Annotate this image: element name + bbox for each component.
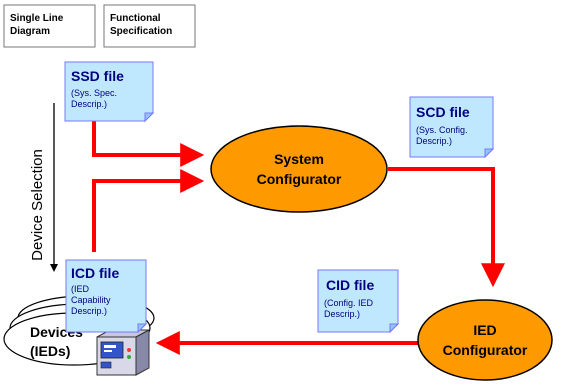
cid-file-note: CID file (Config. IED Descrip.) bbox=[317, 269, 400, 334]
scd-file-note: SCD file (Sys. Config. Descrip.) bbox=[409, 96, 495, 159]
single-line-label-2: Diagram bbox=[10, 26, 50, 37]
ssd-file-desc-1: (Sys. Spec. bbox=[71, 88, 117, 98]
system-configurator-label-1: System bbox=[274, 151, 324, 167]
device-selection-label: Device Selection bbox=[29, 149, 46, 261]
icd-file-desc-3: Descrip.) bbox=[71, 306, 107, 316]
functional-spec-label-2: Specification bbox=[110, 26, 172, 37]
ied-configurator-label-1: IED bbox=[473, 322, 496, 338]
ssd-file-title: SSD file bbox=[71, 68, 124, 84]
svg-text:Diagram: Diagram bbox=[10, 26, 50, 37]
svg-text:Functional: Functional bbox=[110, 13, 161, 24]
ssd-file-desc-2: Descrip.) bbox=[71, 99, 107, 109]
icd-file-desc-1: (IED bbox=[71, 284, 90, 294]
scd-file-title: SCD file bbox=[416, 104, 470, 120]
ied-configurator-label-2: Configurator bbox=[443, 342, 528, 358]
icd-file-note: ICD file (IED Capability Descrip.) bbox=[65, 259, 148, 334]
devices-label-2: (IEDs) bbox=[30, 343, 70, 359]
single-line-diagram-box: Single Line Diagram bbox=[3, 4, 96, 48]
ied-configurator: IED Configurator bbox=[417, 299, 553, 381]
svg-text:Single Line: Single Line bbox=[10, 13, 64, 24]
cid-file-desc-2: Descrip.) bbox=[324, 309, 360, 319]
ssd-file-note: SSD file (Sys. Spec. Descrip.) bbox=[64, 61, 155, 123]
arrow-icd-to-system-configurator bbox=[92, 169, 205, 252]
single-line-label-1: Single Line bbox=[10, 13, 64, 24]
functional-spec-label-1: Functional bbox=[110, 13, 161, 24]
ied-device-icon bbox=[96, 329, 150, 376]
arrow-ssd-to-system-configurator bbox=[92, 118, 205, 167]
icd-file-title: ICD file bbox=[71, 265, 119, 281]
system-configurator-label-2: Configurator bbox=[257, 171, 342, 187]
cid-file-title: CID file bbox=[326, 277, 374, 293]
cid-file-desc-1: (Config. IED bbox=[324, 298, 374, 308]
scd-file-desc-2: Descrip.) bbox=[416, 136, 452, 146]
functional-specification-box: Functional Specification bbox=[103, 4, 196, 48]
system-configurator: System Configurator bbox=[210, 125, 388, 213]
icd-file-desc-2: Capability bbox=[71, 295, 111, 305]
svg-text:Specification: Specification bbox=[110, 26, 172, 37]
flow-arrows bbox=[92, 118, 505, 355]
arrow-system-to-ied-configurator bbox=[388, 167, 505, 288]
scd-file-desc-1: (Sys. Config. bbox=[416, 125, 468, 135]
